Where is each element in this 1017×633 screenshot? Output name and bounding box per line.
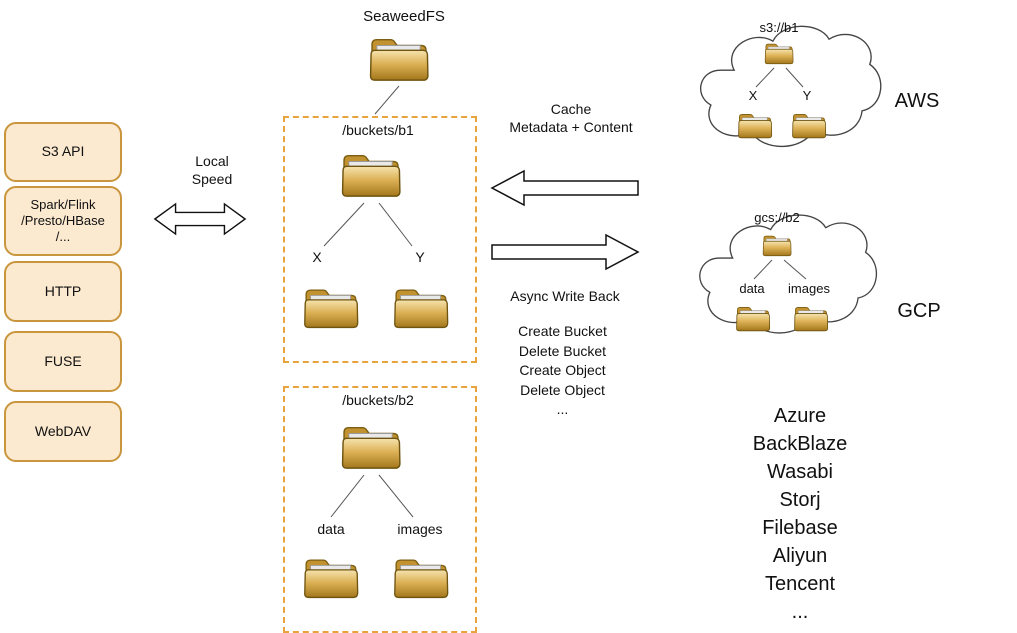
operation-item: Delete Object [520, 381, 605, 398]
seaweedfs-folder-icon [368, 32, 430, 84]
api-box-fuse-label: FUSE [44, 352, 82, 369]
provider-item: ... [791, 601, 809, 623]
gcp-child-data-folder-icon [735, 303, 771, 333]
aws-child-y-label: Y [802, 88, 812, 103]
b2-child-images-folder-icon [392, 553, 450, 601]
gcp-child-data-label: data [739, 281, 765, 296]
provider-item: Wasabi [767, 461, 833, 483]
double-arrow-icon [153, 202, 247, 236]
gcp-name-label: GCP [897, 300, 941, 322]
bucket-b1-path: /buckets/b1 [342, 122, 414, 138]
bucket-b1-box [283, 116, 477, 363]
aws-root-folder-icon [764, 40, 794, 66]
operation-item: Create Bucket [518, 323, 607, 339]
operations-list: Create Bucket Delete Bucket Create Objec… [475, 322, 650, 420]
api-box-webdav: WebDAV [4, 401, 122, 462]
aws-child-y-folder-icon [791, 110, 827, 140]
async-write-back-label: Async Write Back [510, 288, 620, 304]
api-box-http: HTTP [4, 261, 122, 322]
cache-left-arrow-icon [490, 169, 639, 207]
async-right-arrow-icon [491, 233, 640, 271]
provider-item: Azure [773, 405, 827, 427]
api-box-http-label: HTTP [44, 282, 82, 299]
provider-item: Tencent [764, 573, 836, 595]
operation-item: ... [556, 401, 569, 417]
bucket-b2-folder-icon [340, 420, 402, 472]
provider-item: BackBlaze [752, 433, 848, 455]
gcp-child-images-folder-icon [793, 303, 829, 333]
api-box-webdav-label: WebDAV [34, 422, 92, 439]
b2-child-images-label: images [397, 521, 443, 537]
bucket-b2-box [283, 386, 477, 633]
api-box-s3-label: S3 API [41, 143, 85, 160]
b1-child-x-folder-icon [302, 283, 360, 331]
bucket-b1-folder-icon [340, 148, 402, 200]
provider-item: Storj [779, 489, 821, 511]
gcp-bucket-label: gcs://b2 [754, 210, 800, 225]
b1-child-y-label: Y [415, 249, 425, 265]
aws-bucket-label: s3://b1 [759, 20, 799, 35]
provider-item: Filebase [762, 517, 838, 539]
api-box-fuse: FUSE [4, 331, 122, 392]
cloud-providers-list: Azure BackBlaze Wasabi Storj Filebase Al… [698, 402, 902, 626]
gcp-root-folder-icon [762, 232, 792, 258]
gcp-child-images-label: images [788, 281, 830, 296]
api-box-spark: Spark/Flink /Presto/HBase /... [4, 186, 122, 256]
provider-item: Aliyun [772, 545, 828, 567]
aws-child-x-label: X [748, 88, 758, 103]
b2-child-data-label: data [317, 521, 345, 537]
seaweedfs-title: SeaweedFS [363, 8, 445, 25]
aws-cloud-icon [683, 14, 888, 169]
bucket-b2-path: /buckets/b2 [342, 392, 414, 408]
cache-label: Cache Metadata + Content [509, 101, 633, 136]
local-speed-label: Local Speed [191, 153, 233, 188]
operation-item: Create Object [519, 362, 606, 378]
api-box-spark-label: Spark/Flink /Presto/HBase /... [21, 196, 105, 245]
aws-name-label: AWS [894, 90, 940, 112]
aws-child-x-folder-icon [737, 110, 773, 140]
api-box-s3: S3 API [4, 122, 122, 182]
b1-child-x-label: X [312, 249, 322, 265]
b1-child-y-folder-icon [392, 283, 450, 331]
operation-item: Delete Bucket [518, 342, 607, 359]
b2-child-data-folder-icon [302, 553, 360, 601]
